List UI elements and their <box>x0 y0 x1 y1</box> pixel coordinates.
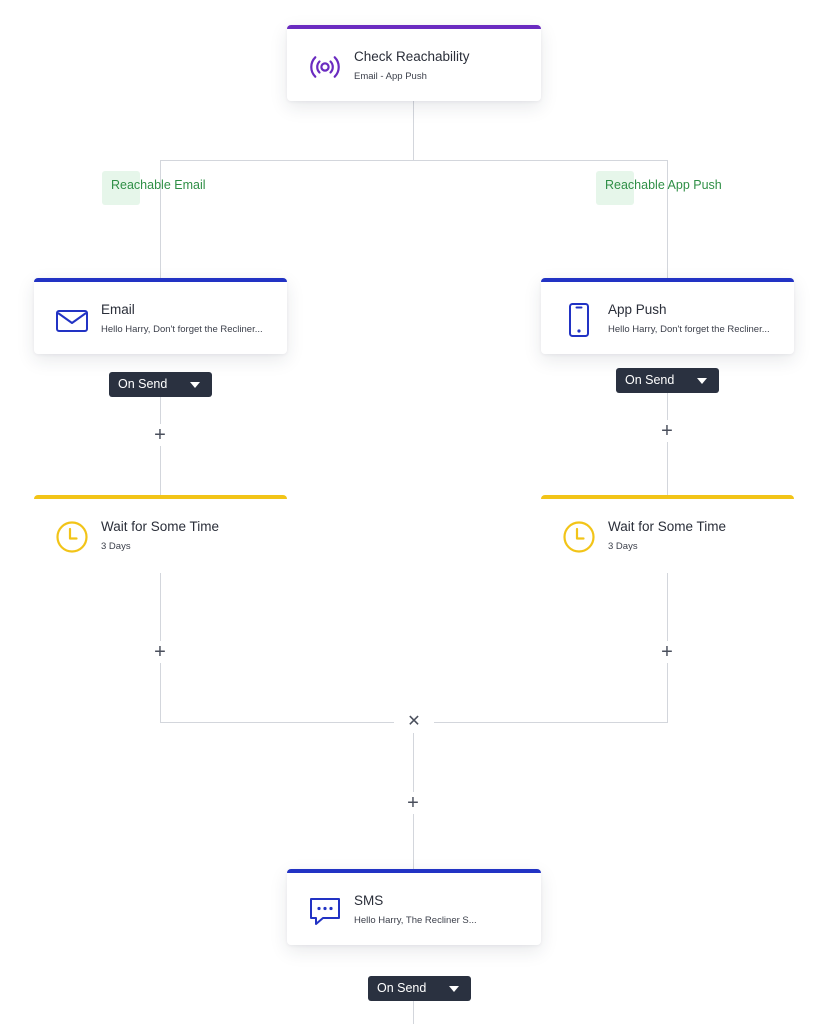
branch-label-text: Reachable Email <box>111 178 206 192</box>
connector-line <box>160 160 161 280</box>
node-title: SMS <box>354 893 384 908</box>
connector-line <box>413 1000 414 1024</box>
email-trigger-dropdown[interactable]: On Send <box>109 372 212 397</box>
node-title: Check Reachability <box>354 49 470 64</box>
node-subtitle: 3 Days <box>608 541 638 552</box>
email-node[interactable]: Email Hello Harry, Don't forget the Recl… <box>34 278 287 354</box>
dropdown-label: On Send <box>377 981 427 995</box>
broadcast-icon <box>307 49 343 85</box>
remove-join-button[interactable]: ✕ <box>394 711 434 733</box>
chat-bubble-icon <box>307 893 343 929</box>
add-step-button[interactable]: + <box>149 424 171 446</box>
wait-node-left[interactable]: Wait for Some Time 3 Days <box>34 495 287 573</box>
wait-node-right[interactable]: Wait for Some Time 3 Days <box>541 495 794 573</box>
connector-line <box>160 160 668 161</box>
node-subtitle: 3 Days <box>101 541 131 552</box>
connector-line <box>413 100 414 160</box>
clock-icon <box>561 519 597 555</box>
node-subtitle: Hello Harry, Don't forget the Recliner..… <box>608 324 770 335</box>
app-push-node[interactable]: App Push Hello Harry, Don't forget the R… <box>541 278 794 354</box>
connector-line <box>667 392 668 496</box>
caret-down-icon <box>190 382 200 388</box>
add-step-button[interactable]: + <box>656 641 678 663</box>
node-subtitle: Hello Harry, Don't forget the Recliner..… <box>101 324 263 335</box>
sms-trigger-dropdown[interactable]: On Send <box>368 976 471 1001</box>
node-subtitle: Email - App Push <box>354 71 427 82</box>
node-subtitle: Hello Harry, The Recliner S... <box>354 915 477 926</box>
node-title: Wait for Some Time <box>608 519 727 534</box>
branch-label-email: Reachable Email <box>102 171 206 205</box>
branch-label-text: Reachable App Push <box>605 178 722 192</box>
caret-down-icon <box>697 378 707 384</box>
mobile-phone-icon <box>561 302 597 338</box>
app-push-trigger-dropdown[interactable]: On Send <box>616 368 719 393</box>
node-title: Email <box>101 302 135 317</box>
connector-line <box>667 160 668 280</box>
branch-label-app-push: Reachable App Push <box>596 171 722 205</box>
add-step-button[interactable]: + <box>149 641 171 663</box>
add-step-button[interactable]: + <box>402 792 424 814</box>
dropdown-label: On Send <box>625 373 675 387</box>
node-title: Wait for Some Time <box>101 519 220 534</box>
dropdown-label: On Send <box>118 377 168 391</box>
check-reachability-node[interactable]: Check Reachability Email - App Push <box>287 25 541 101</box>
sms-node[interactable]: SMS Hello Harry, The Recliner S... <box>287 869 541 945</box>
caret-down-icon <box>449 986 459 992</box>
connector-line <box>160 396 161 496</box>
add-step-button[interactable]: + <box>656 420 678 442</box>
node-title: App Push <box>608 302 667 317</box>
envelope-icon <box>54 302 90 338</box>
clock-icon <box>54 519 90 555</box>
